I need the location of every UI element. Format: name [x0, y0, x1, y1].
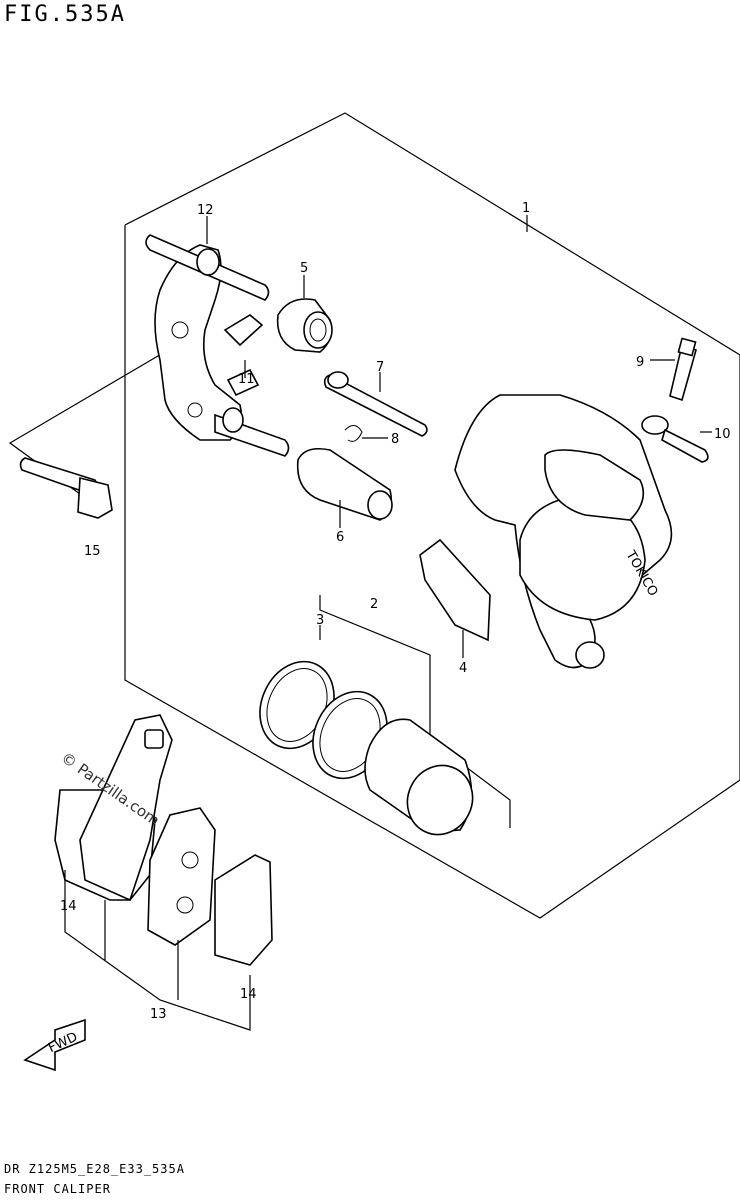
- callout-6: 6: [336, 530, 344, 545]
- bleeder-cap-10: [641, 415, 709, 463]
- callout-3: 3: [316, 613, 324, 628]
- brake-pads: [54, 714, 273, 966]
- footer-caption: FRONT CALIPER: [4, 1182, 111, 1196]
- fwd-label: FWD: [46, 1030, 80, 1056]
- pad-spring-4: [419, 538, 491, 642]
- piston-set-bracket: [319, 595, 511, 828]
- callout-14a: 14: [60, 899, 77, 914]
- callout-14b: 14: [240, 987, 257, 1002]
- caliper-body: TOKICO: [454, 394, 673, 669]
- callout-15: 15: [84, 544, 101, 559]
- piston: [364, 718, 474, 836]
- callout-9: 9: [636, 355, 644, 370]
- footer-code: DR Z125M5_E28_E33_535A: [4, 1162, 185, 1176]
- figure-title: FIG.535A: [4, 2, 126, 27]
- fwd-arrow: FWD: [23, 1018, 86, 1072]
- caliper-bracket: [145, 234, 290, 457]
- pad-spring-clip: [223, 314, 264, 397]
- assembly-box-outline: [124, 112, 740, 919]
- callout-4: 4: [459, 661, 467, 676]
- callout-7: 7: [376, 360, 384, 375]
- bolt-15: [19, 457, 113, 519]
- callout-11: 11: [238, 372, 255, 387]
- callout-5: 5: [300, 261, 308, 276]
- leader-15: [8, 339, 186, 506]
- pin-clip-8: [344, 425, 363, 442]
- boot-6: [296, 447, 393, 521]
- bleeder-valve-9: [669, 337, 697, 402]
- boot-5: [276, 298, 333, 353]
- callout-13: 13: [150, 1007, 167, 1022]
- callout-1: 1: [522, 201, 530, 216]
- bolt-7: [323, 371, 428, 437]
- callout-12: 12: [197, 203, 214, 218]
- callout-2: 2: [370, 597, 378, 612]
- bracket-13-14: [64, 870, 251, 1031]
- callout-8: 8: [391, 432, 399, 447]
- callout-10: 10: [714, 427, 731, 442]
